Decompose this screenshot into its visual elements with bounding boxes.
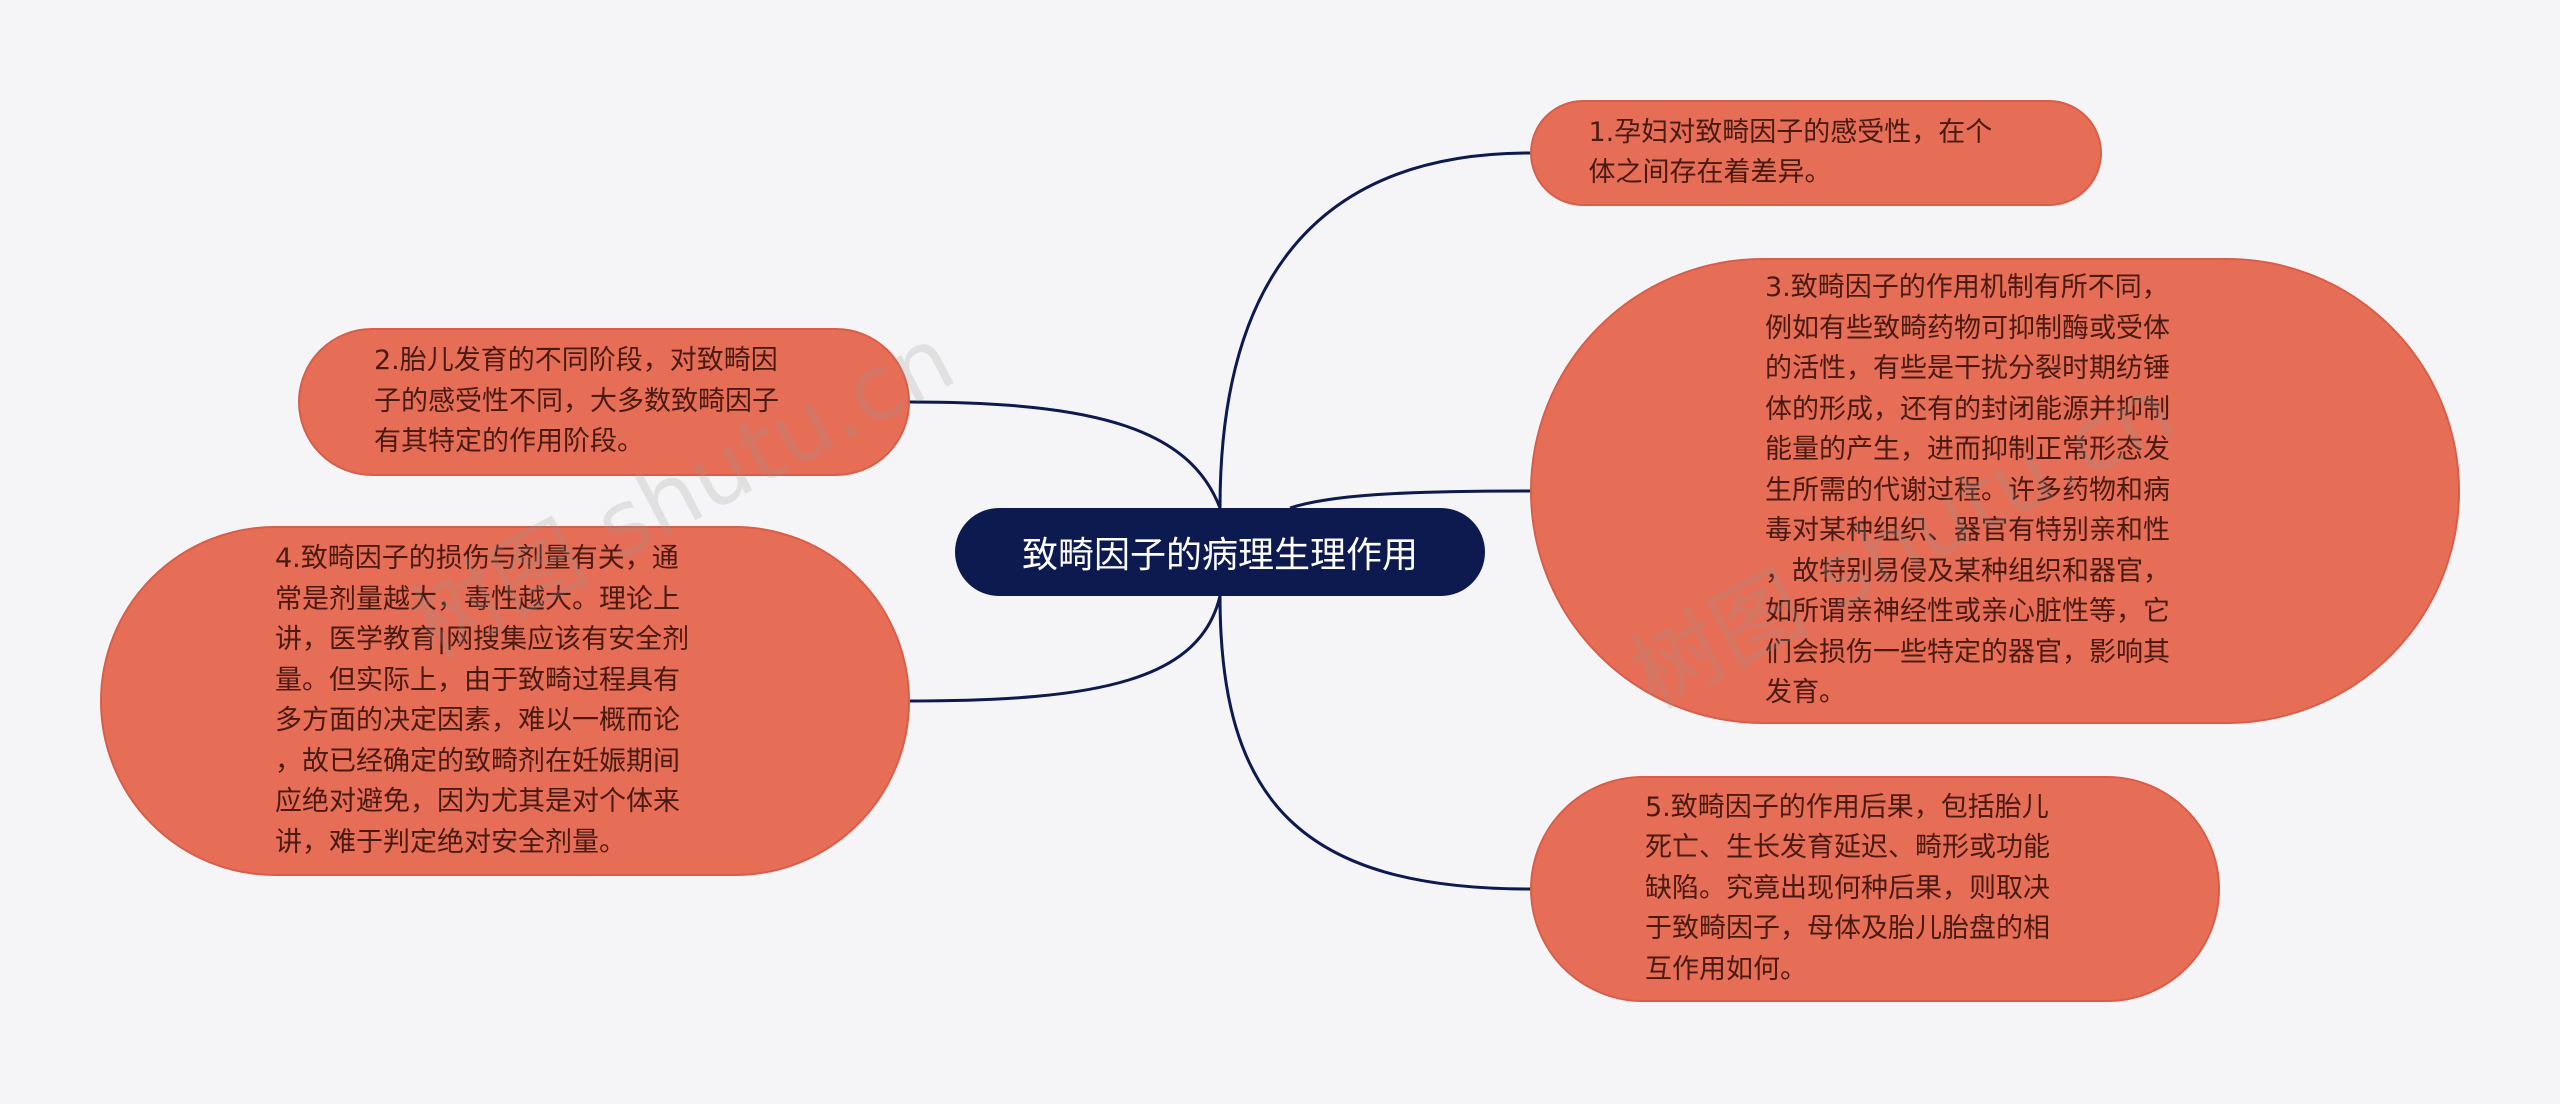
topic-node-4[interactable]: 4.致畸因子的损伤与剂量有关，通 常是剂量越大，毒性越大。理论上 讲，医学教育|… [100,526,910,876]
topic-node-2[interactable]: 2.胎儿发育的不同阶段，对致畸因 子的感受性不同，大多数致畸因子 有其特定的作用… [298,328,910,476]
topic-node-3[interactable]: 3.致畸因子的作用机制有所不同， 例如有些致畸药物可抑制酶或受体 的活性，有些是… [1530,258,2460,724]
edge-center-n3 [1289,489,1531,510]
central-topic-label: 致畸因子的病理生理作用 [1021,535,1418,576]
topic-node-1-text: 1.孕妇对致畸因子的感受性，在个 体之间存在着差异。 [1588,116,1993,189]
edge-center-n4 [909,595,1222,703]
topic-node-1[interactable]: 1.孕妇对致畸因子的感受性，在个 体之间存在着差异。 [1530,100,2102,206]
topic-node-5[interactable]: 5.致畸因子的作用后果，包括胎儿 死亡、生长发育延迟、畸形或功能 缺陷。究竟出现… [1530,776,2220,1002]
edge-center-n1 [1218,151,1531,509]
edge-center-n5 [1218,595,1531,891]
edge-center-n2 [909,400,1222,509]
topic-node-4-text: 4.致畸因子的损伤与剂量有关，通 常是剂量越大，毒性越大。理论上 讲，医学教育|… [275,543,690,858]
topic-node-5-text: 5.致畸因子的作用后果，包括胎儿 死亡、生长发育延迟、畸形或功能 缺陷。究竟出现… [1645,791,2050,985]
topic-node-3-text: 3.致畸因子的作用机制有所不同， 例如有些致畸药物可抑制酶或受体 的活性，有些是… [1765,272,2170,709]
topic-node-2-text: 2.胎儿发育的不同阶段，对致畸因 子的感受性不同，大多数致畸因子 有其特定的作用… [374,345,779,458]
central-topic[interactable]: 致畸因子的病理生理作用 [955,508,1485,596]
